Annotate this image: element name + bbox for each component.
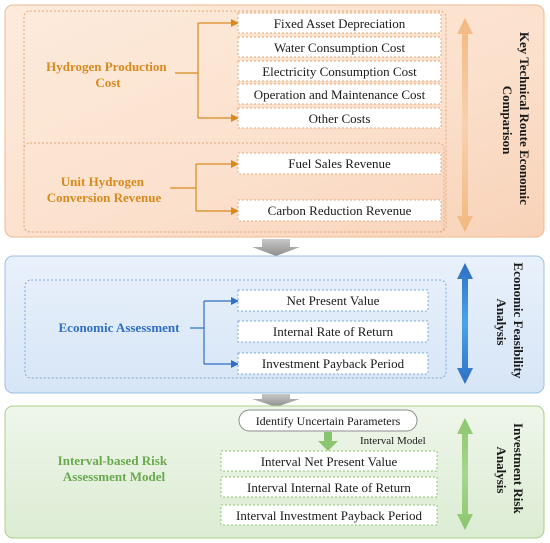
assessment-item-text: Internal Rate of Return (273, 324, 394, 339)
assessment-item-list: Net Present Value Internal Rate of Retur… (237, 289, 429, 375)
double-arrow-orange (457, 18, 473, 232)
cost-item-box (237, 107, 442, 129)
cost-item-list: Fixed Asset Depreciation Water Consumpti… (237, 12, 442, 129)
revenue-label-line-1: Unit Hydrogen (61, 174, 145, 189)
risk-item: Interval Net Present Value (220, 450, 438, 472)
cost-item-box (237, 36, 442, 58)
double-arrow-green (457, 418, 473, 530)
risk-item: Interval Internal Rate of Return (220, 476, 438, 498)
revenue-item-text: Carbon Reduction Revenue (268, 203, 412, 218)
cost-connectors (175, 19, 239, 122)
cost-item-box (237, 60, 442, 82)
revenue-item-box (237, 199, 442, 222)
interval-model-label: Interval Model (360, 435, 426, 447)
assessment-item-text: Net Present Value (287, 293, 380, 308)
double-arrow-orange-shape (457, 18, 473, 232)
section2-title: Economic Feasibility Analysis (494, 262, 526, 381)
revenue-item: Carbon Reduction Revenue (237, 199, 442, 222)
risk-item-text: Interval Internal Rate of Return (247, 480, 411, 495)
assessment-item-box (237, 289, 429, 312)
section-economic-feasibility: Economic Assessment Net Present Value In… (4, 255, 545, 394)
section-investment-risk: Interval-based Risk Assessment Model Ide… (4, 405, 545, 539)
section-cost-comparison: Hydrogen Production Cost Fixed Asset Dep… (4, 4, 545, 238)
cost-item: Electricity Consumption Cost (237, 60, 442, 82)
cost-label-line-2: Cost (95, 75, 121, 90)
revenue-label-line-2: Conversion Revenue (47, 190, 162, 205)
cost-item-text: Water Consumption Cost (274, 40, 406, 55)
cost-item: Water Consumption Cost (237, 36, 442, 58)
cost-item-text: Operation and Maintenance Cost (254, 87, 426, 102)
risk-item-box (220, 504, 438, 526)
risk-model-label-line-2: Assessment Model (63, 469, 166, 484)
section2-inner-frame (24, 279, 447, 379)
risk-item-box (220, 476, 438, 498)
risk-item-box (220, 450, 438, 472)
assessment-item: Internal Rate of Return (237, 320, 429, 343)
identify-parameters-text: Identify Uncertain Parameters (256, 414, 401, 428)
section1-inner-frame (23, 10, 447, 233)
double-arrow-green-shape (457, 418, 473, 530)
cost-item: Fixed Asset Depreciation (237, 12, 442, 34)
cost-label-line-1: Hydrogen Production (46, 59, 167, 74)
section3-title: Investment Risk Analysis (494, 423, 526, 517)
cost-label: Hydrogen Production Cost (46, 59, 170, 90)
cost-item-text: Other Costs (309, 111, 371, 126)
flow-arrow-down-1 (252, 239, 300, 256)
revenue-label: Unit Hydrogen Conversion Revenue (47, 174, 162, 205)
flow-arrow-down-2 (252, 394, 300, 407)
interval-model-arrow (318, 432, 338, 451)
cost-item-text: Fixed Asset Depreciation (274, 16, 406, 31)
assessment-connectors (190, 297, 239, 368)
identify-parameters: Identify Uncertain Parameters (238, 409, 418, 432)
section2-title-line-2: Analysis (494, 299, 509, 346)
revenue-item: Fuel Sales Revenue (237, 152, 442, 175)
revenue-item-text: Fuel Sales Revenue (288, 156, 391, 171)
section3-title-line-1: Investment Risk (511, 423, 526, 514)
cost-item: Operation and Maintenance Cost (237, 83, 442, 105)
cost-item-text: Electricity Consumption Cost (262, 64, 417, 79)
risk-item: Interval Investment Payback Period (220, 504, 438, 526)
risk-model-label-line-1: Interval-based Risk (58, 453, 168, 468)
assessment-item-box (237, 352, 429, 375)
cost-item: Other Costs (237, 107, 442, 129)
risk-item-text: Interval Investment Payback Period (236, 508, 422, 523)
cost-item-box (237, 12, 442, 34)
section1-title-line-1: Key Technical Route Economic (517, 32, 532, 205)
risk-item-text: Interval Net Present Value (261, 454, 398, 469)
section2-title-line-1: Economic Feasibility (511, 262, 526, 378)
revenue-item-list: Fuel Sales Revenue Carbon Reduction Reve… (237, 152, 442, 222)
section1-title: Key Technical Route Economic Comparison (500, 32, 532, 208)
double-arrow-blue (457, 263, 473, 384)
revenue-item-box (237, 152, 442, 175)
double-arrow-blue-shape (457, 263, 473, 384)
assessment-item: Investment Payback Period (237, 352, 429, 375)
identify-parameters-pill (238, 409, 418, 432)
risk-model-label: Interval-based Risk Assessment Model (58, 453, 171, 484)
section1-title-line-2: Comparison (500, 86, 515, 155)
section3-title-line-2: Analysis (494, 447, 509, 494)
cost-item-box (237, 83, 442, 105)
economic-assessment-label: Economic Assessment (59, 320, 181, 335)
revenue-group-frame (23, 142, 445, 233)
assessment-item: Net Present Value (237, 289, 429, 312)
revenue-connectors (170, 160, 239, 215)
risk-item-list: Interval Net Present Value Interval Inte… (220, 450, 438, 526)
assessment-item-box (237, 320, 429, 343)
assessment-item-text: Investment Payback Period (262, 356, 405, 371)
